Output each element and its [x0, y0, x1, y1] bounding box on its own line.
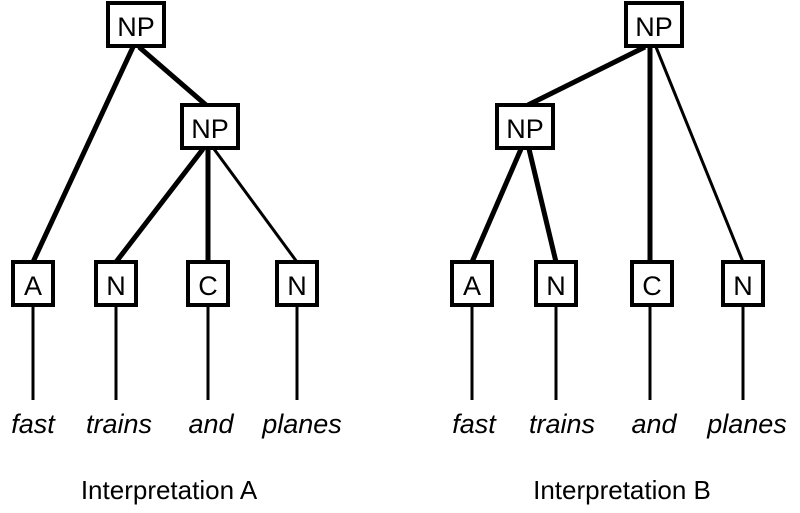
- node-label: NP: [191, 114, 229, 144]
- tree-edge: [212, 148, 299, 263]
- node-label: N: [106, 271, 126, 301]
- node-label: C: [642, 271, 662, 301]
- leaf-word: trains: [86, 409, 152, 439]
- node-box[interactable]: [106, 1, 166, 48]
- tree-edge: [526, 44, 647, 108]
- node-label: A: [463, 271, 481, 301]
- tree-node-np[interactable]: NP: [624, 1, 684, 48]
- leaf-word: planes: [706, 409, 787, 439]
- node-label: N: [733, 271, 753, 301]
- node-box[interactable]: [534, 260, 578, 307]
- tree-node-a[interactable]: A: [450, 260, 494, 307]
- tree-edge: [654, 46, 745, 263]
- tree-node-c[interactable]: C: [186, 260, 230, 307]
- tree-node-np[interactable]: NP: [106, 1, 166, 48]
- tree-node-np[interactable]: NP: [180, 103, 240, 150]
- leaf-word: fast: [11, 409, 56, 439]
- node-label: A: [24, 271, 42, 301]
- tree-node-a[interactable]: A: [11, 260, 55, 307]
- tree-edge: [137, 45, 208, 107]
- leaf-word: and: [188, 409, 234, 439]
- tree-edge: [526, 148, 559, 263]
- node-box[interactable]: [495, 103, 555, 150]
- tree-node-np[interactable]: NP: [495, 103, 555, 150]
- tree-node-n[interactable]: N: [534, 260, 578, 307]
- node-label: N: [287, 271, 307, 301]
- node-label: NP: [117, 12, 155, 42]
- leaf-word: planes: [261, 409, 342, 439]
- tree-node-c[interactable]: C: [630, 260, 674, 307]
- node-box[interactable]: [630, 260, 674, 307]
- tree-caption: Interpretation A: [81, 475, 258, 505]
- tree-node-n[interactable]: N: [94, 260, 138, 307]
- node-box[interactable]: [11, 260, 55, 307]
- node-box[interactable]: [275, 260, 319, 307]
- tree-edge: [114, 147, 205, 264]
- node-label: N: [546, 271, 566, 301]
- leaf-word: trains: [529, 409, 595, 439]
- node-box[interactable]: [624, 1, 684, 48]
- tree-edge: [30, 45, 136, 264]
- node-label: NP: [506, 114, 544, 144]
- node-box[interactable]: [186, 260, 230, 307]
- node-label: C: [198, 271, 218, 301]
- node-box[interactable]: [94, 260, 138, 307]
- tree-node-n[interactable]: N: [275, 260, 319, 307]
- leaf-word: and: [631, 409, 677, 439]
- tree-edge: [469, 148, 524, 263]
- tree-node-n[interactable]: N: [721, 260, 765, 307]
- node-box[interactable]: [721, 260, 765, 307]
- leaf-word: fast: [452, 409, 497, 439]
- node-box[interactable]: [180, 103, 240, 150]
- node-label: NP: [635, 12, 673, 42]
- tree-caption: Interpretation B: [533, 475, 711, 505]
- node-box[interactable]: [450, 260, 494, 307]
